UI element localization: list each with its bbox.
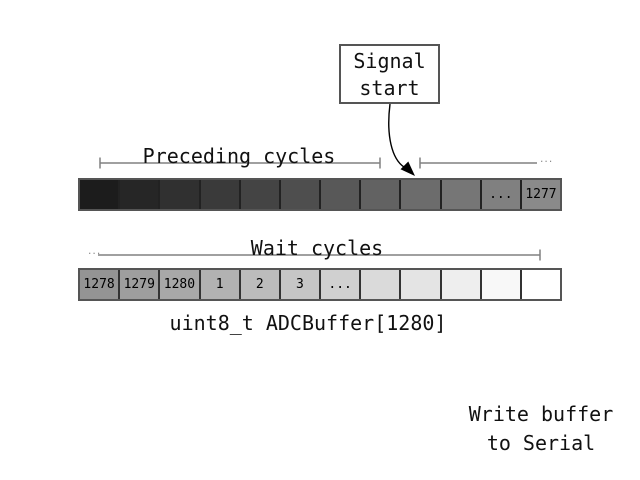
write-buffer-note-line2: to Serial bbox=[486, 431, 596, 455]
continuation-bracket-right bbox=[419, 157, 537, 169]
buffer-cell bbox=[80, 180, 119, 209]
buffer-cell bbox=[399, 270, 440, 299]
signal-arrow-curve bbox=[388, 103, 405, 168]
continuation-dots-left-icon: ... bbox=[87, 247, 101, 257]
preceding-cycles-label: Preceding cycles bbox=[142, 144, 336, 168]
wait-cycles-label: Wait cycles bbox=[250, 236, 384, 260]
buffer-cell bbox=[319, 180, 360, 209]
buffer-cell: 2 bbox=[238, 270, 279, 299]
signal-start-label-line2: start bbox=[359, 76, 420, 100]
preceding-buffer-row: ...1277 bbox=[78, 178, 562, 211]
buffer-cell bbox=[439, 180, 480, 209]
signal-arrow bbox=[388, 103, 415, 176]
buffer-cell bbox=[278, 180, 320, 209]
continuation-dots-right-icon: ... bbox=[539, 155, 553, 165]
buffer-cell bbox=[359, 270, 400, 299]
buffer-cell bbox=[158, 180, 199, 209]
signal-start-box: Signal start bbox=[339, 44, 440, 104]
buffer-cell bbox=[359, 180, 400, 209]
write-buffer-note: Write buffer to Serial bbox=[469, 400, 614, 458]
signal-arrow-head bbox=[400, 161, 415, 176]
buffer-cell: 3 bbox=[278, 270, 320, 299]
buffer-cell bbox=[519, 270, 561, 299]
write-buffer-note-line1: Write buffer bbox=[468, 402, 614, 426]
buffer-cell: 1 bbox=[198, 270, 239, 299]
buffer-cell bbox=[399, 180, 440, 209]
buffer-cell bbox=[238, 180, 279, 209]
buffer-cell: ... bbox=[479, 180, 520, 209]
buffer-cell: 1280 bbox=[158, 270, 199, 299]
wait-cycles-bracket bbox=[98, 249, 541, 261]
buffer-cell bbox=[479, 270, 520, 299]
buffer-cell bbox=[439, 270, 480, 299]
buffer-cell bbox=[198, 180, 239, 209]
buffer-cell: 1278 bbox=[80, 270, 119, 299]
buffer-declaration-caption: uint8_t ADCBuffer[1280] bbox=[169, 311, 447, 335]
buffer-cell: 1279 bbox=[118, 270, 159, 299]
buffer-cell bbox=[118, 180, 159, 209]
preceding-cycles-bracket bbox=[99, 157, 381, 169]
signal-start-label-line1: Signal bbox=[353, 49, 426, 73]
buffer-cell: 1277 bbox=[519, 180, 561, 209]
buffer-cell: ... bbox=[319, 270, 360, 299]
